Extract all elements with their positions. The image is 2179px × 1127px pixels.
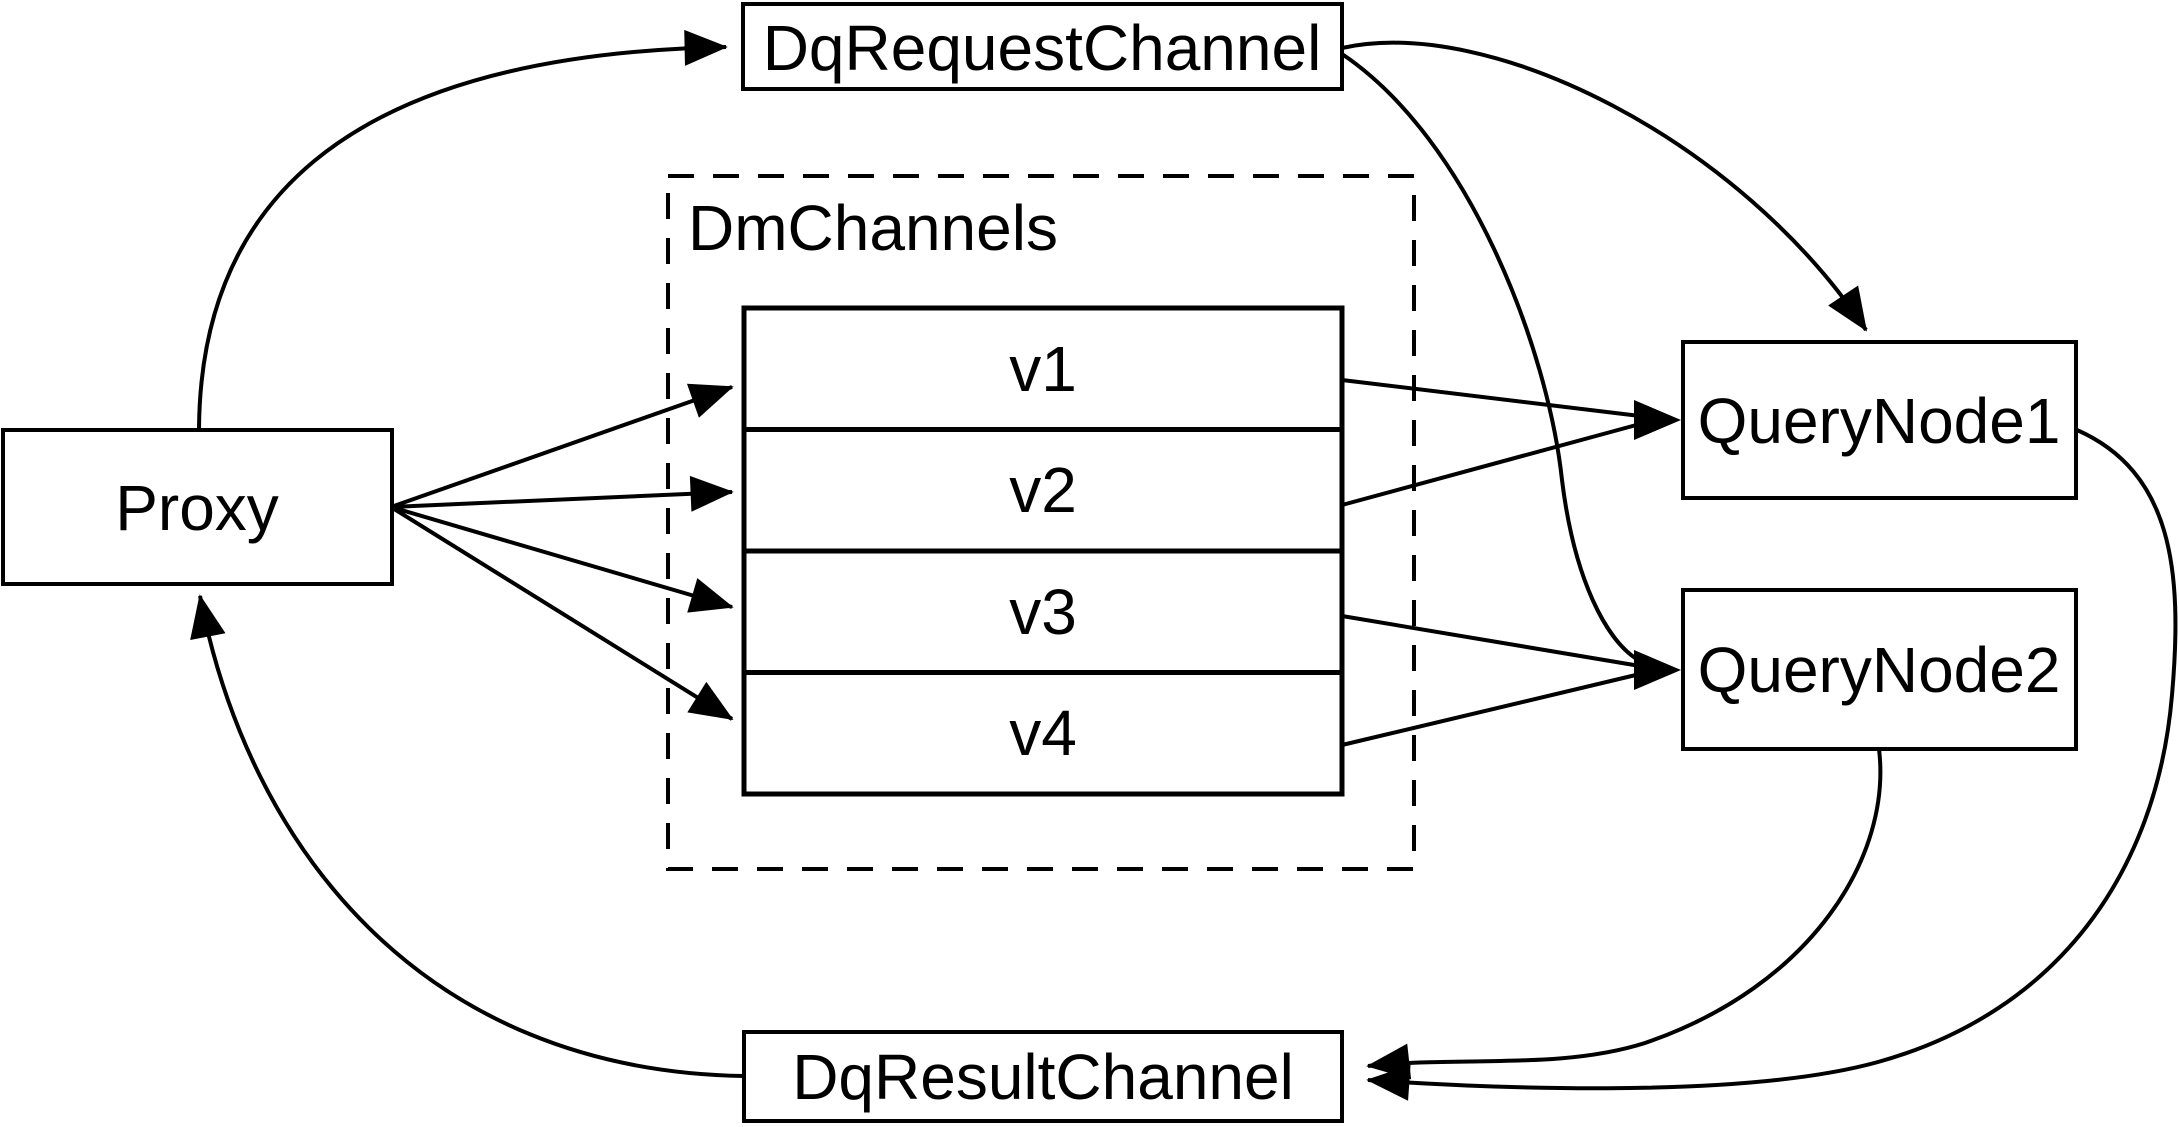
arrowhead-querynode1-left xyxy=(1634,400,1681,440)
edge-dqresultchannel-to-proxy xyxy=(190,594,745,1078)
edge-proxy-to-dqrequestchannel xyxy=(197,29,728,431)
node-dqrequestchannel-label: DqRequestChannel xyxy=(763,12,1322,84)
edge-querynode1-to-dqresultchannel xyxy=(1366,428,2178,1101)
node-proxy xyxy=(1,428,394,586)
dmchannels-group-box xyxy=(666,174,1416,871)
node-querynode1 xyxy=(1681,340,2078,500)
node-dqrequestchannel xyxy=(741,2,1344,91)
edge-proxy-to-v3 xyxy=(390,505,734,613)
node-querynode1-label: QueryNode1 xyxy=(1698,385,2061,457)
edge-dqrequestchannel-to-querynode1 xyxy=(1341,40,1868,332)
edge-v1-to-querynode1 xyxy=(1341,378,1641,418)
node-proxy-label: Proxy xyxy=(115,472,279,544)
channel-row-v2: v2 xyxy=(1009,454,1077,526)
dmchannels-group-label: DmChannels xyxy=(688,192,1058,264)
channel-row-v1: v1 xyxy=(1009,333,1077,405)
edge-proxy-to-v1 xyxy=(390,383,734,509)
node-dqresultchannel xyxy=(742,1030,1344,1123)
edge-v4-to-querynode2 xyxy=(1341,672,1641,747)
node-querynode2-label: QueryNode2 xyxy=(1698,634,2061,706)
edge-v3-to-querynode2 xyxy=(1341,614,1641,668)
arrowhead-querynode2-left xyxy=(1634,650,1681,690)
edge-v2-to-querynode1 xyxy=(1341,422,1641,507)
channel-row-v3: v3 xyxy=(1009,576,1077,648)
edge-dqrequestchannel-to-querynode2 xyxy=(1340,52,1641,663)
edge-proxy-to-v4 xyxy=(389,505,734,721)
edge-proxy-to-v2 xyxy=(390,475,734,512)
node-querynode2 xyxy=(1681,588,2078,751)
channel-row-v4: v4 xyxy=(1009,697,1077,769)
node-dqresultchannel-label: DqResultChannel xyxy=(792,1041,1294,1113)
edge-querynode2-to-dqresultchannel xyxy=(1366,748,1883,1080)
